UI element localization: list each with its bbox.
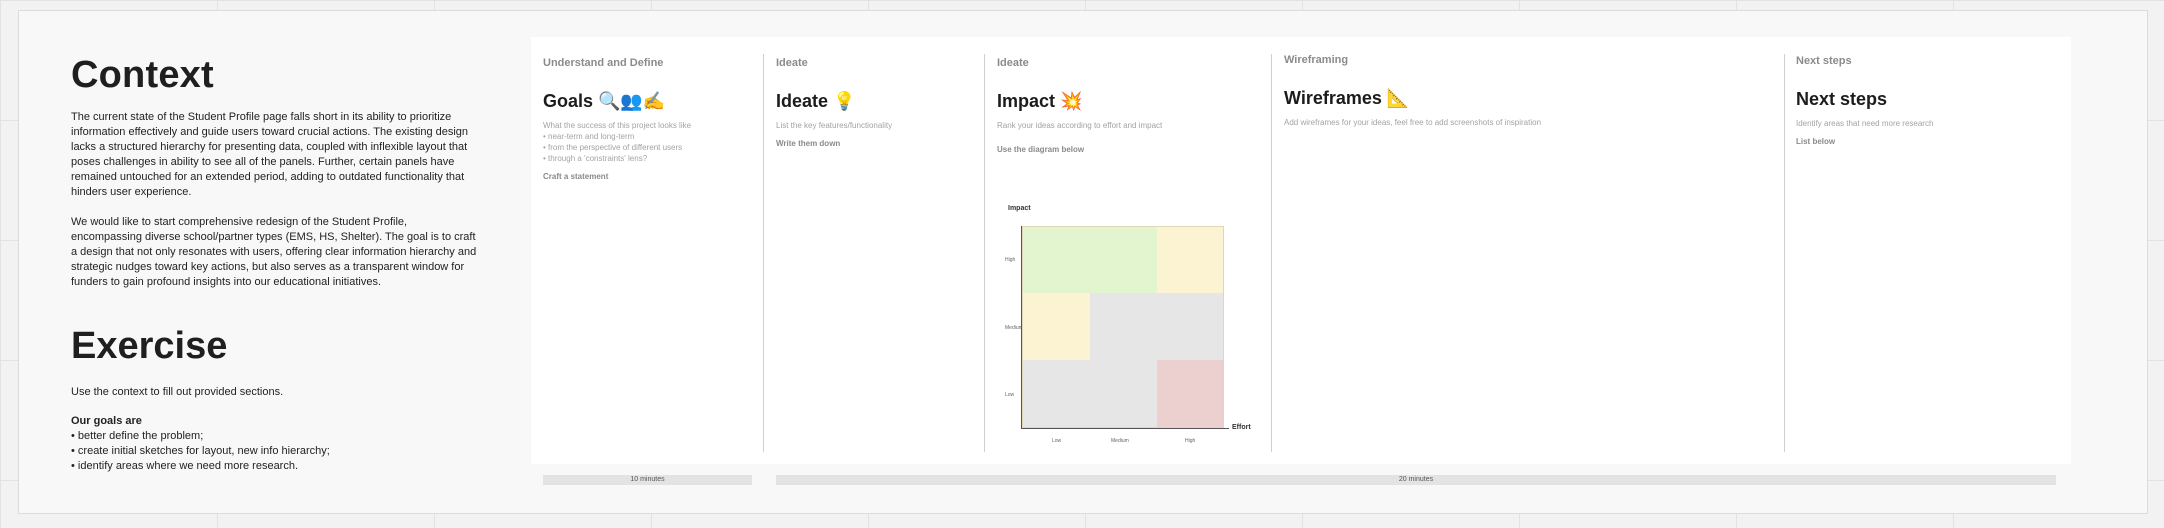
- column-divider: [1271, 54, 1272, 452]
- column-title: Ideate 💡: [776, 91, 856, 111]
- exercise-body: Use the context to fill out provided sec…: [71, 385, 491, 474]
- goal-item: • create initial sketches for layout, ne…: [71, 445, 330, 457]
- matrix-x-label: Effort: [1232, 424, 1251, 431]
- y-axis-line: [1021, 226, 1022, 429]
- column-description: • near-term and long-term: [543, 132, 635, 141]
- context-title: Context: [71, 54, 214, 96]
- y-tick-label: Medium: [1005, 325, 1023, 331]
- column-description: What the success of this project looks l…: [543, 121, 692, 130]
- column-action[interactable]: Craft a statement: [543, 172, 609, 181]
- impact-effort-matrix: Impact High Medium Low Effort Low Medium…: [1005, 200, 1265, 450]
- x-tick-label: Low: [1052, 438, 1062, 444]
- column-impact: Ideate Impact 💥 Rank your ideas accordin…: [997, 57, 1267, 154]
- matrix-cell-medium: [1090, 293, 1224, 360]
- matrix-border: [1022, 226, 1224, 428]
- column-category: Ideate: [997, 57, 1029, 69]
- timer-bar: 20 minutes: [776, 475, 2056, 485]
- column-description: Add wireframes for your ideas, feel free…: [1284, 118, 1542, 127]
- column-description: • from the perspective of different user…: [543, 143, 683, 152]
- column-next-steps: Next steps Next steps Identify areas tha…: [1796, 55, 2056, 146]
- column-description: Identify areas that need more research: [1796, 119, 1934, 128]
- column-divider: [1784, 54, 1785, 452]
- workshop-panel: [531, 37, 2071, 464]
- context-section: Context The current state of the Student…: [71, 52, 481, 290]
- column-wireframes: Wireframing Wireframes 📐 Add wireframes …: [1284, 54, 1764, 128]
- matrix-cell-major-projects: [1157, 226, 1224, 293]
- matrix-y-label: Impact: [1008, 205, 1031, 212]
- column-action[interactable]: Use the diagram below: [997, 145, 1085, 154]
- column-title: Impact 💥: [997, 91, 1083, 111]
- column-category: Next steps: [1796, 55, 1852, 67]
- x-tick-label: High: [1185, 438, 1196, 444]
- column-action[interactable]: Write them down: [776, 139, 841, 148]
- exercise-title: Exercise: [71, 325, 228, 367]
- column-description: • through a 'constraints' lens?: [543, 154, 648, 163]
- column-action[interactable]: List below: [1796, 137, 1836, 146]
- exercise-instruction: Use the context to fill out provided sec…: [71, 386, 284, 398]
- timer-bar: 10 minutes: [543, 475, 752, 485]
- goals-heading: Our goals are: [71, 415, 142, 427]
- x-tick-label: Medium: [1111, 438, 1129, 444]
- matrix-cell-fill-ins: [1022, 293, 1090, 360]
- matrix-cell-money-pit: [1157, 360, 1224, 428]
- column-title: Next steps: [1796, 89, 1888, 109]
- column-title: Wireframes 📐: [1284, 88, 1410, 108]
- column-description: List the key features/functionality: [776, 121, 893, 130]
- context-paragraph-1: The current state of the Student Profile…: [71, 111, 469, 198]
- goal-item: • identify areas where we need more rese…: [71, 460, 299, 472]
- y-tick-label: High: [1005, 257, 1016, 263]
- column-divider: [763, 54, 764, 452]
- column-category: Ideate: [776, 57, 808, 69]
- x-axis-line: [1021, 428, 1229, 429]
- matrix-cell-quick-wins: [1022, 226, 1157, 293]
- column-description: Rank your ideas according to effort and …: [997, 121, 1163, 130]
- column-title: Goals 🔍👥✍: [543, 91, 666, 111]
- matrix-cell-low: [1022, 360, 1157, 428]
- context-paragraph-2: We would like to start comprehensive red…: [71, 216, 477, 288]
- column-ideate: Ideate Ideate 💡 List the key features/fu…: [776, 57, 976, 148]
- goal-item: • better define the problem;: [71, 430, 204, 442]
- column-divider: [984, 54, 985, 452]
- column-goals: Understand and Define Goals 🔍👥✍ What the…: [543, 57, 753, 181]
- column-category: Understand and Define: [543, 57, 664, 69]
- column-category: Wireframing: [1284, 54, 1349, 66]
- y-tick-label: Low: [1005, 392, 1015, 398]
